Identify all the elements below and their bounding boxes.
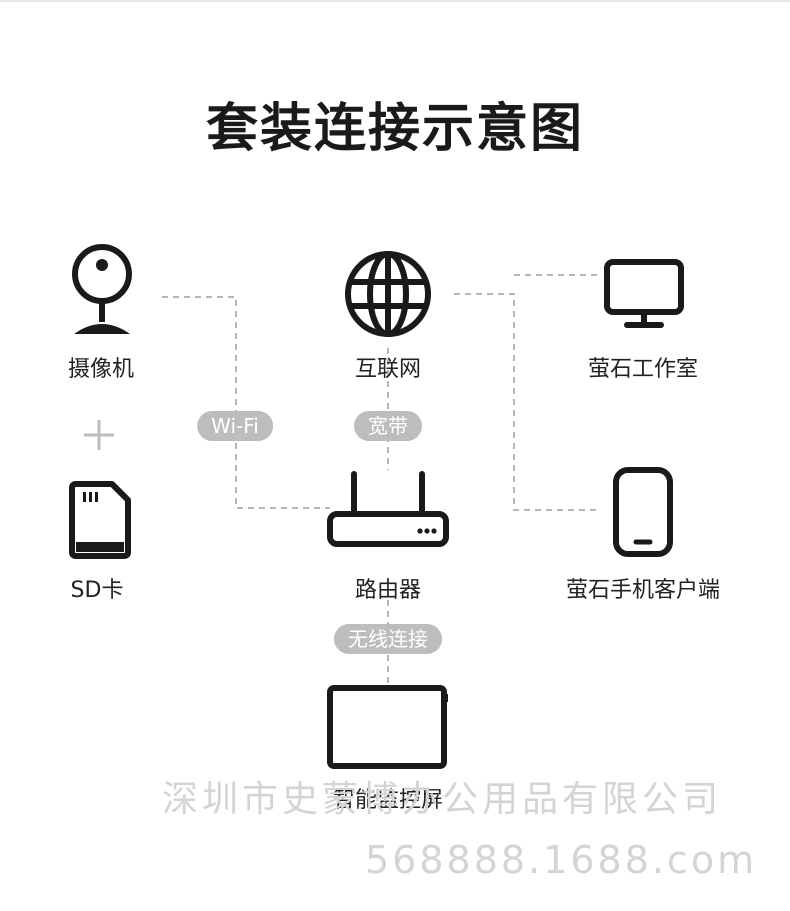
page-title: 套装连接示意图: [205, 99, 584, 159]
company-watermark: 深圳市史蒙博办公用品有限公司: [162, 779, 723, 820]
globe-icon: [345, 251, 431, 337]
wireless-badge: 无线连接: [334, 624, 442, 654]
top-divider: [0, 0, 790, 2]
site-watermark: 568888.1688.com: [365, 838, 758, 882]
smartphone-icon: [613, 467, 673, 557]
smart-screen-label: 智能监控屏: [332, 788, 444, 813]
camera-icon: [72, 244, 132, 334]
internet-label: 互联网: [354, 357, 422, 382]
studio-label: 萤石工作室: [587, 357, 699, 382]
smart-screen-icon: [327, 685, 448, 769]
router-icon: [327, 471, 449, 547]
sd-card-label: SD卡: [70, 578, 124, 603]
internet-phone-link: [454, 293, 600, 511]
router-label: 路由器: [354, 578, 422, 603]
broadband-badge: 宽带: [354, 411, 422, 441]
plus-icon: [84, 420, 114, 450]
desktop-monitor-icon: [604, 259, 684, 328]
camera-label: 摄像机: [67, 357, 135, 382]
wifi-badge: Wi-Fi: [197, 411, 273, 441]
phone-label: 萤石手机客户端: [565, 578, 721, 603]
sd-card-icon: [69, 481, 131, 559]
camera-router-link: [162, 296, 330, 509]
